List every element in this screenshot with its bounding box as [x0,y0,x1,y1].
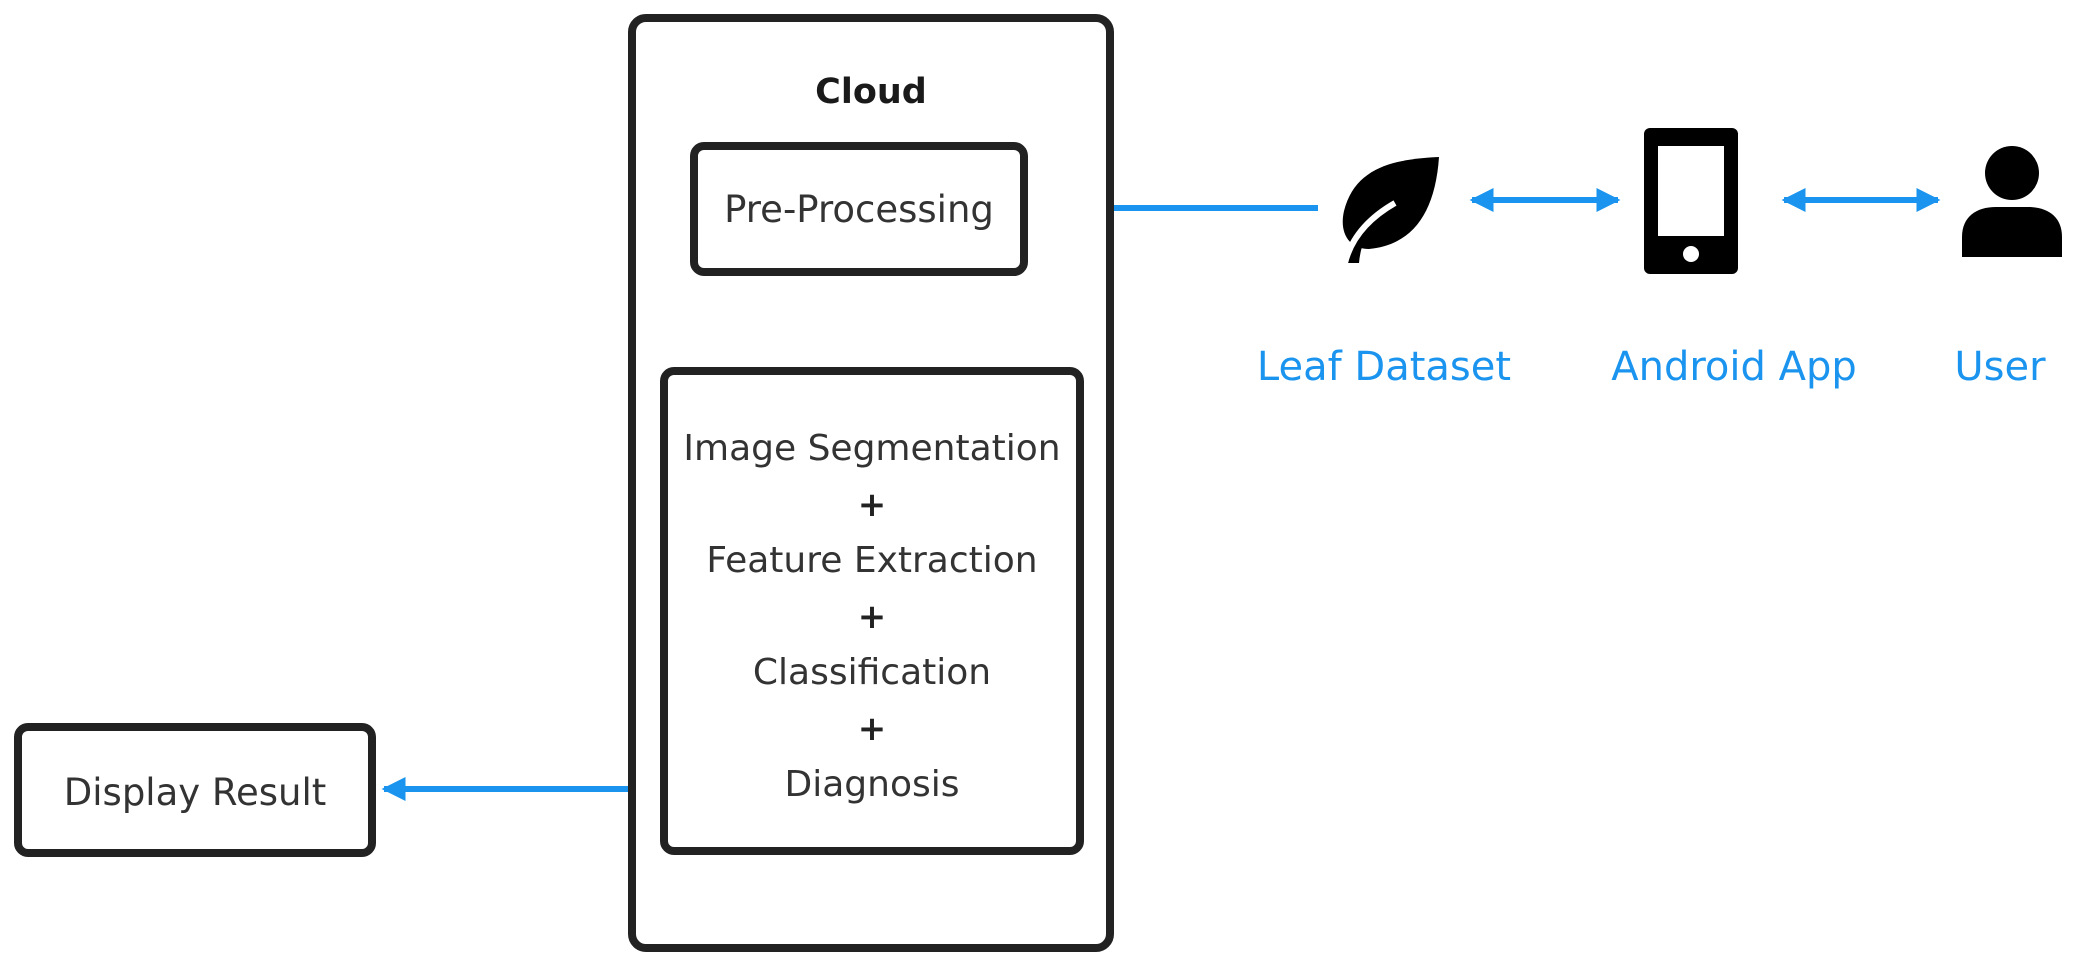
leaf-icon [1342,157,1439,264]
step-image-segmentation: Image Segmentation [683,428,1061,469]
cloud-title: Cloud [815,72,927,112]
display-result-box: Display Result [14,723,376,857]
step-diagnosis: Diagnosis [784,764,960,805]
step-feature-extraction: Feature Extraction [706,540,1038,581]
leaf-dataset-label: Leaf Dataset [1256,344,1512,390]
plus-separator: + [857,485,887,525]
step-classification: Classification [752,652,992,693]
preprocessing-box: Pre-Processing [690,142,1028,276]
display-result-label: Display Result [63,771,327,814]
plus-separator: + [857,597,887,637]
user-icon [1962,146,2062,257]
plus-separator: + [857,709,887,749]
user-label: User [1954,344,2046,390]
preprocessing-label: Pre-Processing [724,188,994,231]
smartphone-icon [1644,128,1738,274]
android-app-label: Android App [1611,344,1857,390]
pipeline-box: Image Segmentation + Feature Extraction … [660,367,1084,855]
